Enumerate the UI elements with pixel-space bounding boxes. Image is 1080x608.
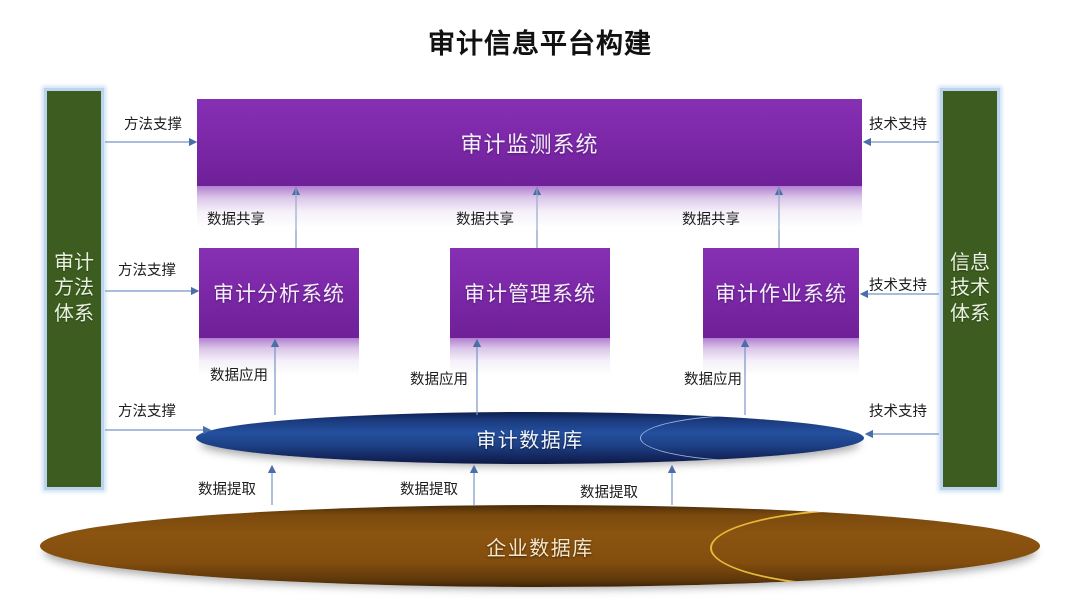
reflection-monitor [197, 186, 862, 228]
page-title: 审计信息平台构建 [428, 29, 652, 59]
label-data-share-2: 数据共享 [456, 212, 514, 228]
label-method-support-2: 方法支撑 [118, 263, 176, 279]
reflection-management [450, 338, 610, 376]
pillar-audit-method-system: 审计方法体系 [44, 88, 104, 490]
label-tech-support-1: 技术支持 [869, 117, 927, 133]
pillar-information-technology-system: 信息技术体系 [940, 88, 1000, 490]
label-data-share-1: 数据共享 [207, 212, 265, 228]
label-method-support-1: 方法支撑 [124, 117, 182, 133]
label-data-application-2: 数据应用 [410, 372, 468, 388]
box-audit-analysis-system: 审计分析系统 [199, 248, 359, 338]
box-audit-operation-system: 审计作业系统 [703, 248, 859, 338]
cylinder-audit-database: 审计数据库 [196, 412, 864, 464]
label-data-application-1: 数据应用 [210, 368, 268, 384]
cylinder-enterprise-database: 企业数据库 [40, 505, 1040, 587]
label-data-application-3: 数据应用 [684, 372, 742, 388]
label-data-extraction-3: 数据提取 [580, 485, 638, 501]
label-tech-support-2: 技术支持 [869, 278, 927, 294]
box-monitor-label: 审计监测系统 [460, 131, 599, 157]
pillar-right-label: 信息技术体系 [950, 251, 990, 325]
box-audit-monitoring-system: 审计监测系统 [197, 99, 862, 186]
label-data-share-3: 数据共享 [682, 212, 740, 228]
box-analysis-label: 审计分析系统 [213, 283, 345, 306]
pillar-left-label: 审计方法体系 [54, 251, 94, 325]
label-data-extraction-2: 数据提取 [400, 482, 458, 498]
label-method-support-3: 方法支撑 [118, 404, 176, 420]
cylinder-enterprise-database-label: 企业数据库 [486, 537, 594, 560]
label-data-extraction-1: 数据提取 [198, 482, 256, 498]
audit-database-cap-ellipse [640, 414, 864, 462]
box-management-label: 审计管理系统 [464, 283, 596, 306]
box-operation-label: 审计作业系统 [715, 283, 847, 306]
box-audit-management-system: 审计管理系统 [450, 248, 610, 338]
enterprise-database-cap-ellipse [710, 508, 1040, 587]
cylinder-audit-database-label: 审计数据库 [476, 429, 584, 452]
label-tech-support-3: 技术支持 [869, 404, 927, 420]
